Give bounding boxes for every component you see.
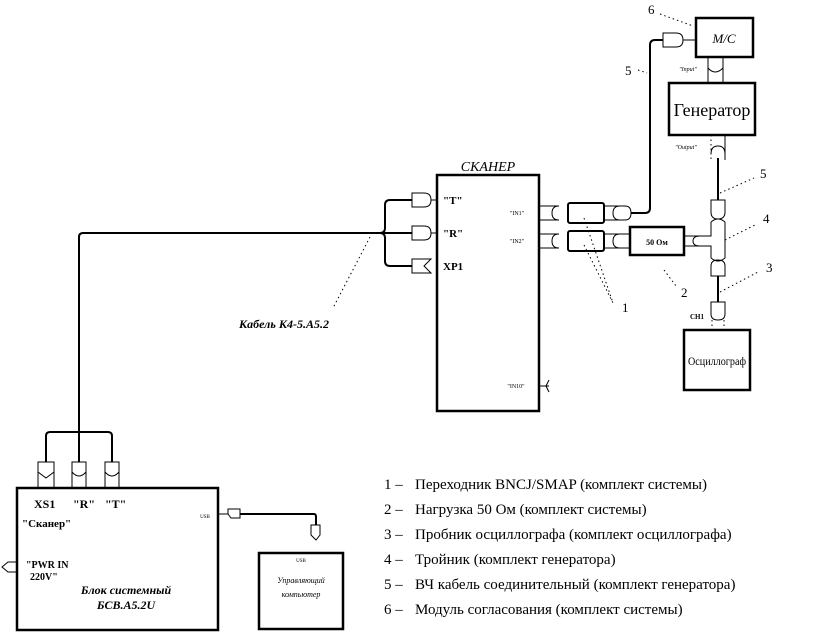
oscilloscope-box <box>682 328 752 392</box>
connector-tee-bottom <box>710 259 726 277</box>
connector-xp1-scanner <box>411 258 433 274</box>
legend-text: Модуль согласования (комплект системы) <box>415 602 683 618</box>
legend-num: 6 – <box>384 602 403 618</box>
scanner-port-xp1: XP1 <box>443 261 463 273</box>
block-port-t: "T" <box>105 497 126 511</box>
legend-text: Переходник BNCJ/SMAP (комплект системы) <box>415 477 707 493</box>
adapter-bncj-smap-2 <box>567 230 605 252</box>
connector-ms-input <box>662 32 696 48</box>
callout-3-leader <box>719 271 759 293</box>
load-label: 50 Ом <box>646 238 668 247</box>
connector-in10 <box>539 379 550 393</box>
legend-text: Нагрузка 50 Ом (комплект системы) <box>415 502 647 518</box>
scanner-box <box>435 173 541 413</box>
load-50-ohm <box>628 225 686 257</box>
system-block-label-2: БСВ.А5.2U <box>96 598 157 612</box>
connector-r-scanner <box>411 225 437 241</box>
callout-5-lower-leader <box>719 177 755 194</box>
connector-usb-pc <box>310 524 321 541</box>
legend-item: 6 – Модуль согласования (комплект систем… <box>384 602 683 618</box>
callout-5-lower: 5 <box>760 166 767 181</box>
control-pc-box <box>257 551 345 631</box>
cable-k4-main <box>78 232 380 432</box>
callout-1: 1 <box>622 300 629 315</box>
oscilloscope-label: Осциллограф <box>688 354 746 368</box>
cable-branch-xs1 <box>45 431 79 462</box>
connector-xs1 <box>37 461 55 488</box>
legend-text: Тройник (комплект генератора) <box>415 552 616 568</box>
scanner-port-in2: "IN2" <box>510 239 525 245</box>
connector-pwr-in <box>1 561 17 573</box>
control-pc-label-2: компьютер <box>282 590 321 599</box>
in2-chain <box>539 230 630 252</box>
callout-2-leader <box>663 269 677 287</box>
connector-ms-generator <box>707 57 724 83</box>
usb-cable <box>240 513 317 525</box>
legend-num: 4 – <box>384 552 403 568</box>
system-block-box <box>15 486 220 632</box>
scanner-port-in1: "IN1" <box>510 211 525 217</box>
callout-5-upper: 5 <box>625 63 632 78</box>
connector-t-block <box>104 461 120 488</box>
legend: 1 – Переходник BNCJ/SMAP (комплект систе… <box>384 477 735 618</box>
tee-connector <box>684 218 726 262</box>
legend-item: 4 – Тройник (комплект генератора) <box>384 552 616 568</box>
scanner-port-in10: "IN10" <box>507 384 525 390</box>
block-port-pwr-line2: 220V" <box>30 572 58 583</box>
callout-3: 3 <box>766 260 773 275</box>
block-port-r: "R" <box>73 497 95 511</box>
cable-branch-xp1 <box>379 232 412 267</box>
legend-item: 5 – ВЧ кабель соединительный (комплект г… <box>384 577 735 593</box>
scanner-port-t: "T" <box>443 195 463 207</box>
block-port-pwr-line1: "PWR IN <box>26 560 69 571</box>
ms-port-input: "Input" <box>679 67 697 73</box>
callout-2: 2 <box>681 285 688 300</box>
legend-item: 1 – Переходник BNCJ/SMAP (комплект систе… <box>384 477 707 493</box>
adapter-bncj-smap-1 <box>567 202 605 224</box>
cable-branch-t-lower <box>79 431 113 462</box>
system-block-label-1: Блок системный <box>80 583 172 597</box>
scanner-port-r: "R" <box>443 228 463 240</box>
connector-tee-top <box>710 199 726 220</box>
cable-label: Кабель К4-5.А5.2 <box>238 317 329 331</box>
callout-6: 6 <box>648 2 655 17</box>
ms-module-box <box>694 16 755 59</box>
block-port-usb: USB <box>200 515 210 520</box>
callout-6-leader <box>659 13 694 27</box>
connector-usb-block <box>218 508 241 519</box>
legend-item: 2 – Нагрузка 50 Ом (комплект системы) <box>384 502 647 518</box>
legend-num: 2 – <box>384 502 403 518</box>
legend-num: 3 – <box>384 527 403 543</box>
callout-5-upper-leader <box>637 69 648 74</box>
legend-text: Пробник осциллографа (комплект осциллогр… <box>415 527 732 543</box>
block-port-xs1: XS1 <box>34 497 55 511</box>
rf-cable-5-upper <box>631 39 663 214</box>
connector-t-scanner <box>411 192 437 208</box>
callout-4: 4 <box>763 211 770 226</box>
callout-4-leader <box>724 223 758 241</box>
in1-chain <box>539 202 632 224</box>
pc-port-usb: USB <box>296 559 306 564</box>
cable-label-leader <box>332 236 371 309</box>
legend-num: 5 – <box>384 577 403 593</box>
control-pc-label-1: Управляющий <box>277 576 325 585</box>
generator-port-output: "Output" <box>675 145 697 151</box>
block-port-scanner: "Сканер" <box>22 518 71 530</box>
connector-ch1 <box>710 301 726 330</box>
connector-r-block <box>71 461 87 488</box>
legend-text: ВЧ кабель соединительный (комплект генер… <box>415 577 735 593</box>
legend-num: 1 – <box>384 477 403 493</box>
oscilloscope-port-ch1: CH1 <box>690 313 705 321</box>
cable-branch-t <box>379 199 412 234</box>
ms-module-label: М/С <box>711 31 735 46</box>
connector-generator-output <box>710 135 726 160</box>
callout-1-leader <box>583 217 614 304</box>
generator-label: Генератор <box>674 100 751 120</box>
generator-box <box>667 81 757 137</box>
legend-item: 3 – Пробник осциллографа (комплект осцил… <box>384 527 732 543</box>
scanner-title: СКАНЕР <box>461 160 516 175</box>
